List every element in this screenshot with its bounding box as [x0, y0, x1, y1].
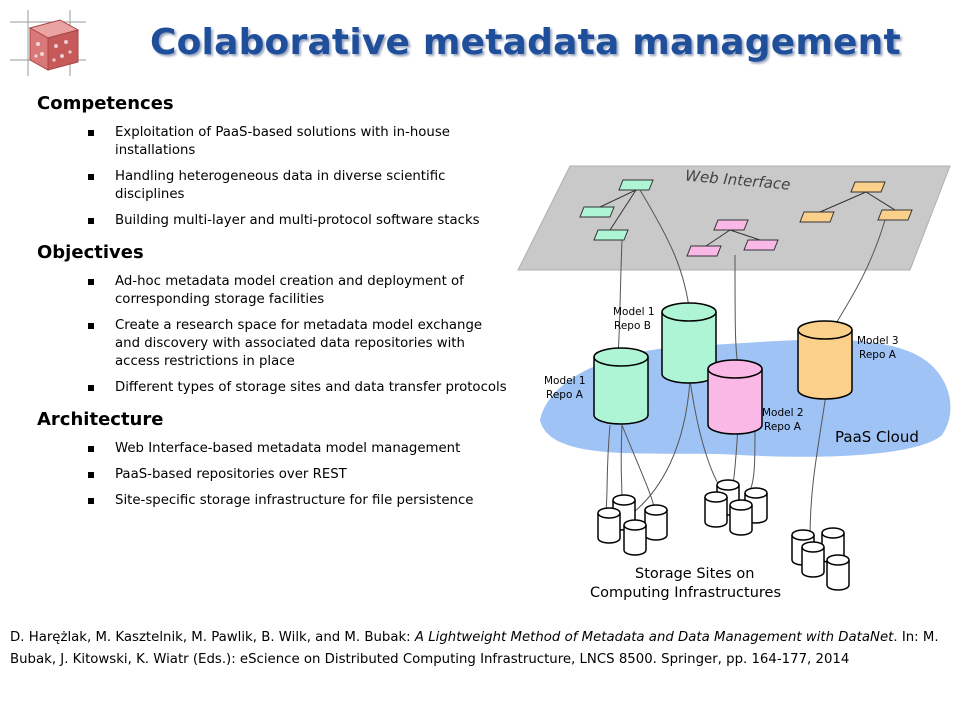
section-objectives: Objectives Ad-hoc metadata model creatio…	[37, 242, 507, 397]
repo-label: Repo A	[859, 349, 897, 361]
list-item: Exploitation of PaaS-based solutions wit…	[37, 124, 507, 160]
content-column: Competences Exploitation of PaaS-based s…	[37, 93, 507, 522]
citation-details: . In: M. Bubak, J. Kitowski, K. Wiatr (E…	[10, 630, 939, 667]
list-item: Site-specific storage infrastructure for…	[37, 492, 507, 510]
bullet-list: Ad-hoc metadata model creation and deplo…	[37, 273, 507, 397]
section-competences: Competences Exploitation of PaaS-based s…	[37, 93, 507, 230]
section-heading: Objectives	[37, 242, 144, 263]
web-interface-panel	[517, 165, 951, 271]
repo-label: Model 1	[613, 306, 655, 318]
bullet-list: Exploitation of PaaS-based solutions wit…	[37, 124, 507, 230]
architecture-diagram: Web Interface	[510, 150, 960, 610]
repo-label: Model 3	[857, 335, 899, 347]
repo-label: Repo A	[764, 421, 802, 433]
repo-label: Model 1	[544, 375, 586, 387]
web-box	[593, 229, 629, 241]
section-architecture: Architecture Web Interface-based metadat…	[37, 409, 507, 510]
list-item: Different types of storage sites and dat…	[37, 379, 507, 397]
list-item: Web Interface-based metadata model manag…	[37, 440, 507, 458]
storage-label: Storage Sites on	[635, 566, 754, 582]
citation: D. Harężlak, M. Kasztelnik, M. Pawlik, B…	[10, 627, 950, 671]
list-item: Ad-hoc metadata model creation and deplo…	[37, 273, 507, 309]
citation-authors: D. Harężlak, M. Kasztelnik, M. Pawlik, B…	[10, 630, 415, 645]
repo-model2-a	[707, 359, 763, 435]
list-item: Create a research space for metadata mod…	[37, 317, 507, 371]
web-box	[877, 209, 913, 221]
repo-model3-a	[797, 320, 853, 400]
citation-paper-title: A Lightweight Method of Metadata and Dat…	[414, 630, 894, 645]
web-box	[850, 181, 886, 193]
repo-model1-a	[593, 347, 649, 425]
section-heading: Architecture	[37, 409, 164, 430]
repo-model1-b	[661, 302, 717, 384]
section-heading: Competences	[37, 93, 174, 114]
web-box	[799, 211, 835, 223]
web-box	[579, 206, 615, 218]
web-box	[743, 239, 779, 251]
list-item: Handling heterogeneous data in diverse s…	[37, 168, 507, 204]
bullet-list: Web Interface-based metadata model manag…	[37, 440, 507, 510]
web-box	[713, 219, 749, 231]
repo-label: Repo B	[614, 320, 651, 332]
repo-label: Model 2	[762, 407, 804, 419]
list-item: PaaS-based repositories over REST	[37, 466, 507, 484]
slide-title: Colaborative metadata management	[150, 22, 901, 63]
list-item: Building multi-layer and multi-protocol …	[37, 212, 507, 230]
paas-cloud-label: PaaS Cloud	[835, 428, 919, 446]
web-box	[686, 245, 722, 257]
storage-label: Computing Infrastructures	[590, 585, 781, 601]
repo-label: Repo A	[546, 389, 584, 401]
logo	[8, 8, 88, 78]
web-box	[618, 179, 654, 191]
